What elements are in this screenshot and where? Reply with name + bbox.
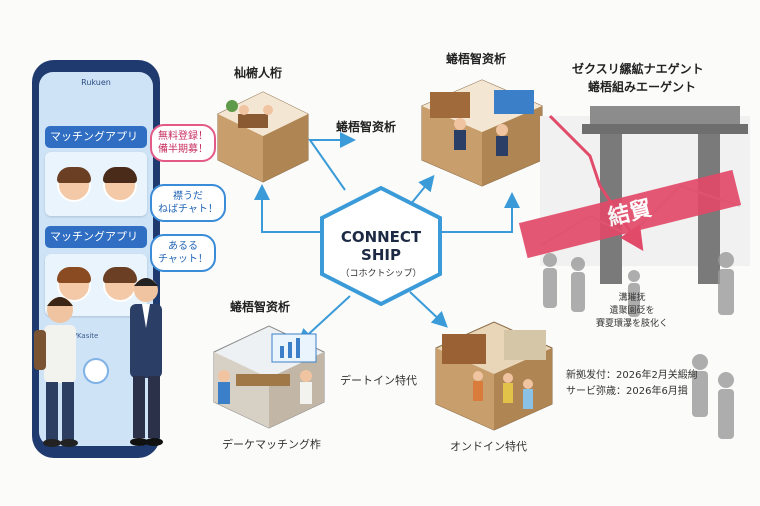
caption-bottom-left: デーケマッチング柞 bbox=[222, 438, 321, 451]
hexagon-subtitle: （コホクトシップ） bbox=[340, 269, 422, 279]
connector-bottom-right bbox=[409, 291, 448, 328]
connector-right bbox=[438, 192, 520, 233]
info-line-1: 新拠发付：2026年2月关緞絢 bbox=[566, 370, 698, 381]
bubble-line: ねばチャト！ bbox=[158, 204, 218, 215]
bubble-line: 備半期募！ bbox=[158, 144, 208, 155]
connector-top-right bbox=[409, 174, 435, 206]
connector-top-left bbox=[254, 184, 330, 233]
speech-bubble-signup: 無料登録！ 備半期募！ bbox=[150, 124, 216, 162]
hexagon-label: CONNECT SHIP （コホクトシップ） bbox=[318, 228, 444, 279]
label-mid: 蜷梧智资析 bbox=[336, 120, 397, 134]
app-title-banner: マッチングアプリ bbox=[45, 226, 147, 248]
room-scene-bottom-right bbox=[435, 321, 553, 431]
avatar bbox=[103, 167, 137, 202]
bubble-line: 無料登録！ bbox=[158, 131, 208, 142]
phone-search-icon[interactable] bbox=[83, 358, 109, 384]
right-note-line: 溝璀抚 bbox=[618, 293, 646, 303]
avatar bbox=[57, 267, 91, 302]
bubble-line: チャット！ bbox=[158, 254, 208, 265]
app-title-banner: マッチングアプリ bbox=[45, 126, 147, 148]
label-top-mid: 蜷梧智资析 bbox=[446, 52, 507, 66]
avatar bbox=[57, 167, 91, 202]
right-title-line-1: ゼクスリ縲絋ナエゲント bbox=[572, 62, 704, 76]
person-man-right bbox=[130, 278, 163, 446]
right-note: 溝璀抚 遺聚園砭を 賽夏環瀑を肢化く bbox=[596, 292, 668, 331]
bubble-line: 襟うだ bbox=[172, 191, 203, 202]
speech-bubble-chat-1: 襟うだ ねばチャト！ bbox=[150, 184, 226, 222]
right-note-line: 賽夏環瀑を肢化く bbox=[596, 319, 669, 329]
label-top-left: 杣椨人桁 bbox=[234, 66, 283, 80]
hexagon-title-1: CONNECT bbox=[340, 228, 422, 246]
hexagon-title-2: SHIP bbox=[361, 246, 401, 264]
right-title-line-2: 蜷梧組みエーゲント bbox=[588, 80, 697, 94]
person-man-left bbox=[34, 297, 78, 447]
right-note-line: 遺聚園砭を bbox=[609, 306, 655, 316]
phone-header: Rukuen bbox=[81, 78, 111, 87]
avatar bbox=[103, 267, 137, 302]
caption-bottom-right: オンドイン特代 bbox=[450, 440, 527, 453]
silhouette-crowd bbox=[543, 252, 734, 439]
info-line-2: サービ弥歳：2026年6月揖 bbox=[566, 386, 688, 397]
room-scene-bottom-left bbox=[213, 325, 325, 429]
connector-top-mid-left bbox=[308, 132, 356, 191]
connectship-hexagon bbox=[320, 186, 442, 306]
caption-bottom-mid: デートイン特代 bbox=[340, 374, 417, 387]
room-scene-top-left bbox=[217, 91, 309, 183]
bubble-line: あるる bbox=[167, 241, 198, 252]
room-scene-top-mid bbox=[421, 79, 543, 187]
profile-card-1[interactable] bbox=[45, 152, 147, 216]
speech-bubble-chat-2: あるる チャット！ bbox=[150, 234, 216, 272]
couple-illustration bbox=[34, 278, 163, 447]
label-bottom-left: 蜷梧智资析 bbox=[230, 300, 291, 314]
